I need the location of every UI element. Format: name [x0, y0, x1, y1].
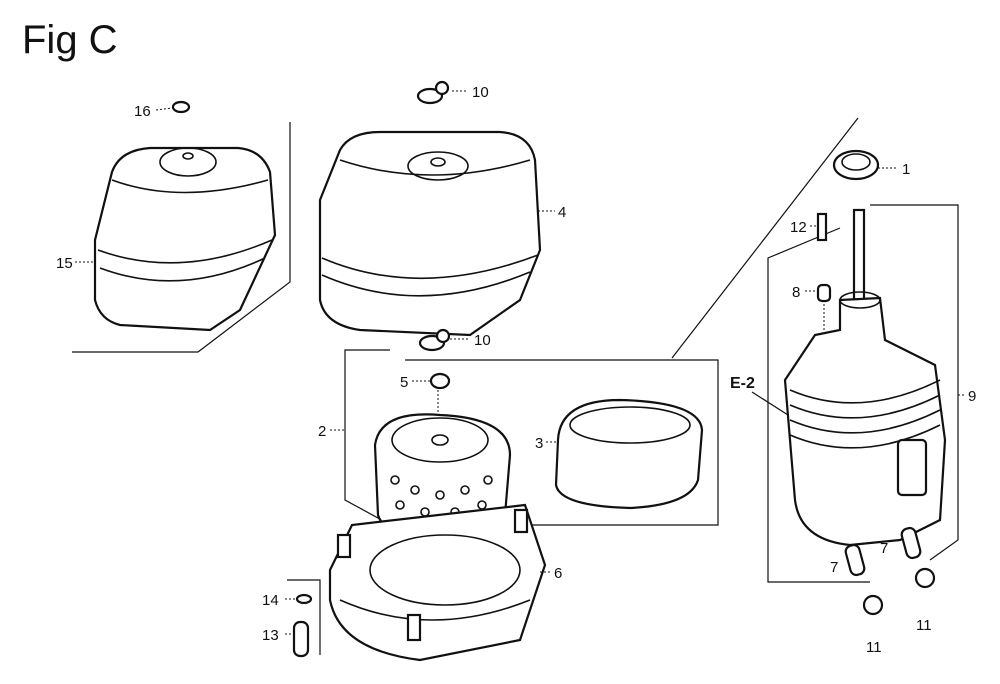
figure-title: Fig C	[22, 18, 118, 62]
callout-14: 14	[262, 592, 279, 609]
callout-13: 13	[262, 627, 279, 644]
part-11-nut-b	[914, 567, 936, 589]
part-9-elbow-body	[783, 208, 947, 547]
callout-12: 12	[790, 219, 807, 236]
callout-10-top: 10	[472, 84, 489, 101]
part-8-collar	[816, 283, 832, 303]
part-11-nut-a	[862, 594, 884, 616]
callout-10-lower: 10	[474, 332, 491, 349]
callout-9: 9	[968, 388, 976, 405]
part-1-seal	[832, 149, 880, 181]
callout-11-a: 11	[866, 639, 882, 656]
part-5-nut	[429, 372, 451, 390]
callout-11-b: 11	[916, 617, 932, 634]
callout-2: 2	[318, 423, 326, 440]
callout-6: 6	[554, 565, 562, 582]
callout-e2: E-2	[730, 375, 755, 392]
part-14-clip	[295, 593, 313, 605]
part-4-cover	[318, 130, 542, 337]
group-bracket-9	[870, 204, 959, 561]
leader-line	[671, 117, 859, 359]
callout-leaders	[75, 90, 966, 635]
callout-8: 8	[792, 284, 800, 301]
part-7-tube-b	[844, 543, 866, 577]
part-10-wing-nut-lower	[418, 328, 451, 352]
part-6-case	[328, 503, 547, 662]
part-10-wing-nut-top	[416, 80, 450, 105]
part-12-bolt	[816, 212, 828, 242]
group-bracket-13	[287, 579, 321, 655]
callout-7-b: 7	[830, 559, 838, 576]
group-bracket-2	[344, 349, 401, 531]
part-3-foam-filter	[554, 398, 704, 510]
e2-arrow	[751, 391, 789, 416]
callout-4: 4	[558, 204, 566, 221]
callout-7-a: 7	[880, 540, 888, 557]
part-13-tube	[292, 620, 310, 658]
group-bracket-9b	[767, 227, 870, 583]
callout-5: 5	[400, 374, 408, 391]
part-7-tube-a	[900, 526, 922, 560]
callout-16: 16	[134, 103, 151, 120]
part-15-cover	[93, 146, 277, 332]
group-bracket-3	[405, 359, 719, 526]
callout-1: 1	[902, 161, 910, 178]
callout-15: 15	[56, 255, 73, 272]
callout-3: 3	[535, 435, 543, 452]
group-bracket-15	[72, 122, 291, 353]
part-2-filter-element	[373, 413, 512, 542]
part-16-clip	[171, 100, 191, 114]
